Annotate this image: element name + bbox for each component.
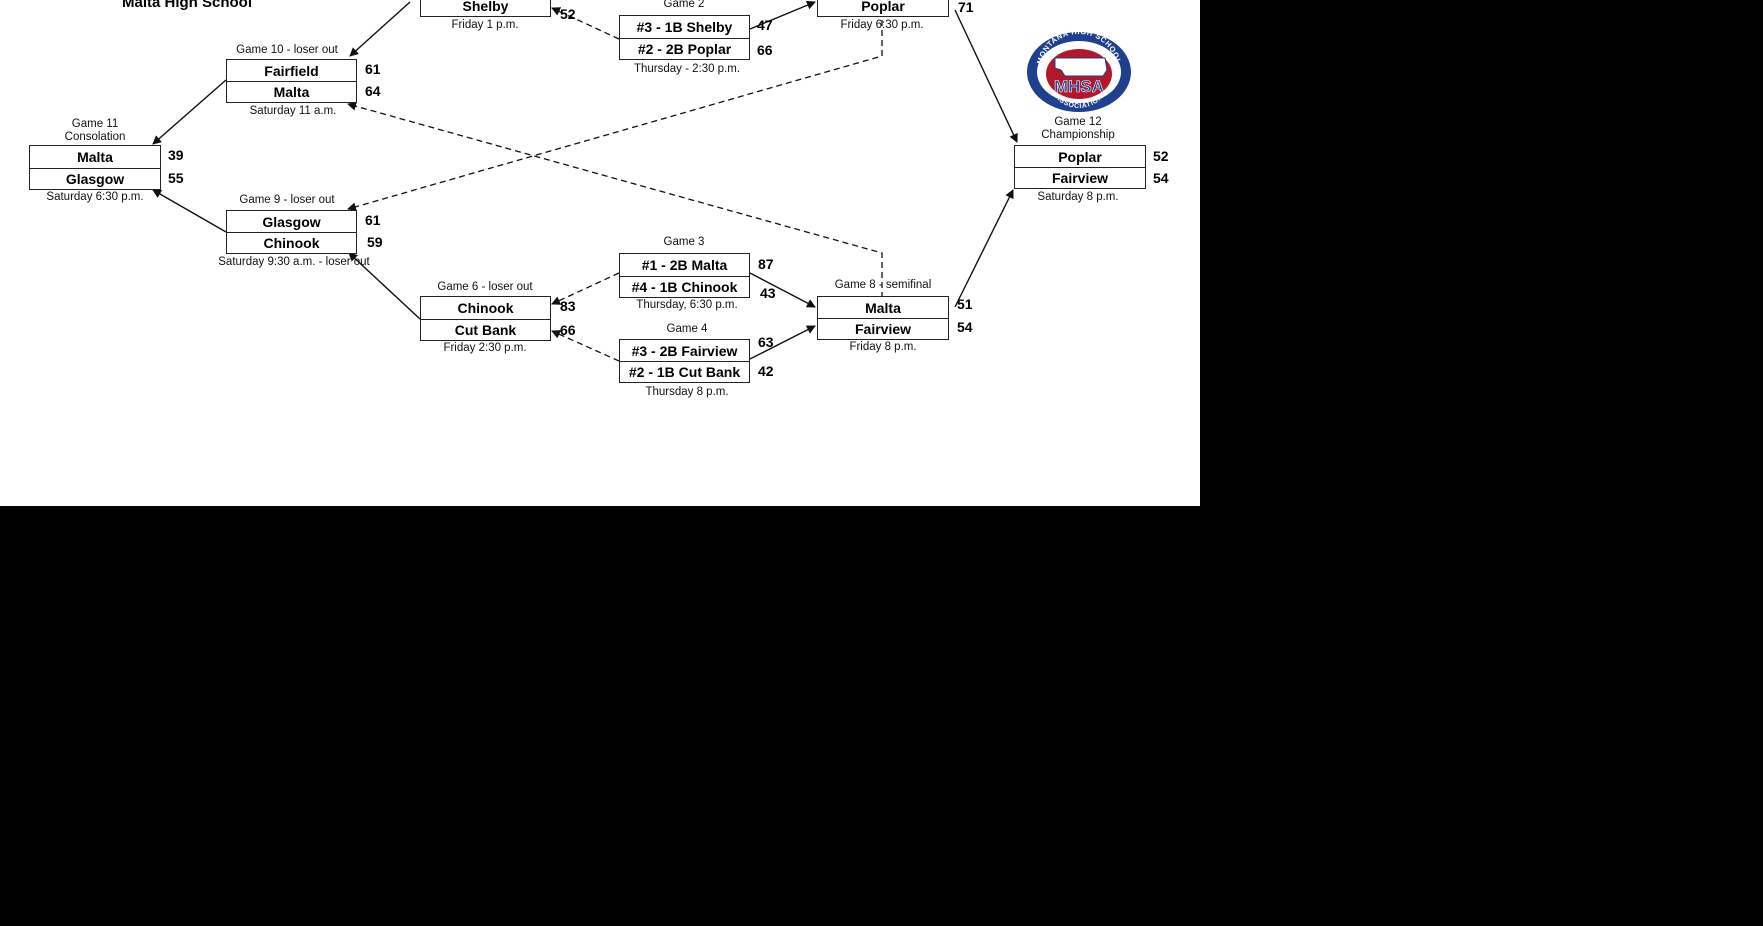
game-4-time: Thursday 8 p.m.: [645, 386, 729, 398]
game-11-team-1: Malta: [77, 148, 113, 165]
connector-g7-to-g12: [954, 9, 1018, 143]
bracket-connectors: [152, 0, 1018, 362]
game-7-score-1: 71: [958, 0, 974, 15]
game-8-label: Game 8 - semifinal: [834, 279, 932, 291]
game-3-score-1: 87: [758, 256, 774, 272]
game-9-team-2: Chinook: [227, 232, 356, 253]
game-11-team-2: Glasgow: [30, 167, 160, 190]
game-8-score-2: 54: [957, 319, 973, 335]
game-12-time: Saturday 8 p.m.: [1037, 191, 1119, 203]
host-school-title: Malta High School: [122, 0, 253, 11]
game-3-score-2: 43: [760, 285, 776, 301]
game-4-team-2: #2 - 1B Cut Bank: [620, 361, 749, 382]
loser-line-g2-to-g5: [551, 7, 620, 40]
game-10-box: Fairfield Malta: [226, 59, 357, 103]
game-9-score-2: 59: [367, 234, 383, 250]
game-11-score-1: 39: [168, 147, 184, 163]
game-9-box: Glasgow Chinook: [226, 210, 357, 254]
game-11-label: Game 11: [71, 118, 119, 130]
game-6-time: Friday 2:30 p.m.: [443, 342, 527, 354]
game-9-label: Game 9 - loser out: [239, 194, 335, 206]
mhsa-logo: MHSA MONTANA HIGH SCHOOL ASSOCIATION: [1027, 30, 1131, 112]
game-6-label: Game 6 - loser out: [437, 281, 533, 293]
game-8-team-1: Malta: [865, 299, 901, 316]
loser-line-g7-to-g9: [347, 10, 883, 212]
game-9-score-1: 61: [365, 212, 381, 228]
game-12-team-2: Fairview: [1015, 167, 1145, 188]
game-12-label: Game 12: [1054, 116, 1102, 128]
connector-g9-to-g11: [152, 189, 227, 233]
connector-g10-to-g11: [152, 79, 227, 145]
game-4-label: Game 4: [666, 323, 708, 335]
game-10-score-2: 64: [365, 83, 381, 99]
game-6-box: Chinook Cut Bank: [420, 296, 551, 341]
game-10-score-1: 61: [365, 61, 381, 77]
game-4-box: #3 - 2B Fairview #2 - 1B Cut Bank: [619, 339, 750, 383]
game-7-box: Poplar: [817, 0, 949, 17]
game-7-team-1: Poplar: [861, 0, 905, 14]
game-4-team-1: #3 - 2B Fairview: [631, 342, 738, 359]
game-2-team-2: #2 - 2B Poplar: [620, 37, 749, 60]
game-2-score-2: 66: [757, 42, 773, 58]
game-6-team-2: Cut Bank: [421, 318, 550, 341]
game-10-label: Game 10 - loser out: [236, 44, 338, 56]
game-2-time: Thursday - 2:30 p.m.: [633, 63, 741, 75]
game-2-box: #3 - 1B Shelby #2 - 2B Poplar: [619, 15, 750, 60]
connector-g8-to-g12: [954, 189, 1014, 308]
game-5-team-1: Shelby: [462, 0, 509, 14]
game-3-box: #1 - 2B Malta #4 - 1B Chinook: [619, 253, 750, 298]
game-2-team-1: #3 - 1B Shelby: [636, 18, 733, 35]
game-10-team-2: Malta: [227, 81, 356, 102]
game-5-score-1: 52: [560, 6, 576, 22]
connector-g5-to-g10: [349, 1, 411, 57]
game-6-team-1: Chinook: [457, 299, 514, 316]
game-12-box: Poplar Fairview: [1014, 145, 1146, 189]
loser-line-g8-to-g10: [347, 101, 883, 298]
game-2-label: Game 2: [663, 0, 705, 10]
game-8-time: Friday 8 p.m.: [849, 341, 917, 353]
game-8-box: Malta Fairview: [817, 296, 949, 340]
game-6-score-1: 83: [560, 298, 576, 314]
game-6-score-2: 66: [560, 322, 576, 338]
game-12-team-1: Poplar: [1058, 148, 1102, 165]
game-9-team-1: Glasgow: [262, 213, 321, 230]
game-8-score-1: 51: [957, 296, 973, 312]
game-5-box: Shelby: [420, 0, 551, 17]
loser-line-g3-to-g6: [551, 272, 620, 305]
montana-state-shape: [1054, 57, 1108, 77]
game-3-team-1: #1 - 2B Malta: [641, 256, 728, 273]
game-4-score-2: 42: [758, 363, 774, 379]
game-2-score-1: 47: [757, 17, 773, 33]
game-3-team-2: #4 - 1B Chinook: [620, 275, 749, 298]
game-10-team-1: Fairfield: [264, 62, 319, 79]
game-3-label: Game 3: [663, 236, 705, 248]
game-11-box: Malta Glasgow: [29, 145, 161, 190]
svg-text:MHSA: MHSA: [1054, 77, 1104, 96]
connector-g4-to-g8: [749, 325, 816, 360]
game-11-time: Saturday 6:30 p.m.: [46, 191, 144, 203]
loser-line-g4-to-g6: [551, 330, 620, 362]
game-11-score-2: 55: [168, 170, 184, 186]
game-12-score-1: 52: [1153, 148, 1169, 164]
game-8-team-2: Fairview: [818, 318, 948, 339]
game-10-time: Saturday 11 a.m.: [249, 105, 337, 117]
connector-g2-to-g7: [749, 0, 816, 30]
game-3-time: Thursday, 6:30 p.m.: [636, 299, 738, 311]
bracket-sheet: Malta High School Shelby 52 Friday 1 p.m…: [0, 0, 1200, 506]
game-12-sublabel: Championship: [1041, 129, 1115, 141]
connector-g6-to-g9: [348, 252, 421, 320]
game-7-time: Friday 6:30 p.m.: [840, 19, 924, 31]
game-5-time: Friday 1 p.m.: [451, 19, 519, 31]
game-12-score-2: 54: [1153, 170, 1169, 186]
connector-g3-to-g8: [749, 272, 816, 308]
game-11-sublabel: Consolation: [64, 131, 126, 143]
game-4-score-1: 63: [758, 334, 774, 350]
game-9-time: Saturday 9:30 a.m. - loser out: [218, 256, 370, 268]
